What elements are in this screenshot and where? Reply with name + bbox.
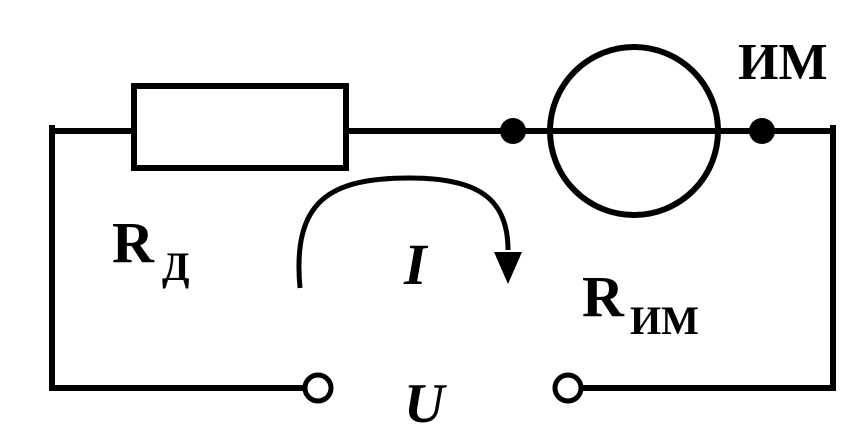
- terminal-left: [302, 372, 334, 404]
- current-arrow-curve: [296, 175, 511, 289]
- junction-dot-left: [500, 118, 526, 144]
- voltage-label: U: [404, 373, 447, 435]
- meter-resistance-label-sub: ИМ: [630, 298, 699, 343]
- current-arrow-head: [494, 252, 522, 284]
- meter-label: ИМ: [738, 34, 828, 91]
- resistor-label-sub: Д: [162, 244, 190, 289]
- resistor-label-main: R: [112, 210, 155, 275]
- current-label: I: [403, 232, 429, 297]
- resistor-rd: [131, 83, 349, 171]
- meter-resistance-label-main: R: [582, 264, 625, 329]
- meter-circle: [547, 44, 721, 218]
- terminal-right: [552, 372, 584, 404]
- junction-dot-right: [749, 118, 775, 144]
